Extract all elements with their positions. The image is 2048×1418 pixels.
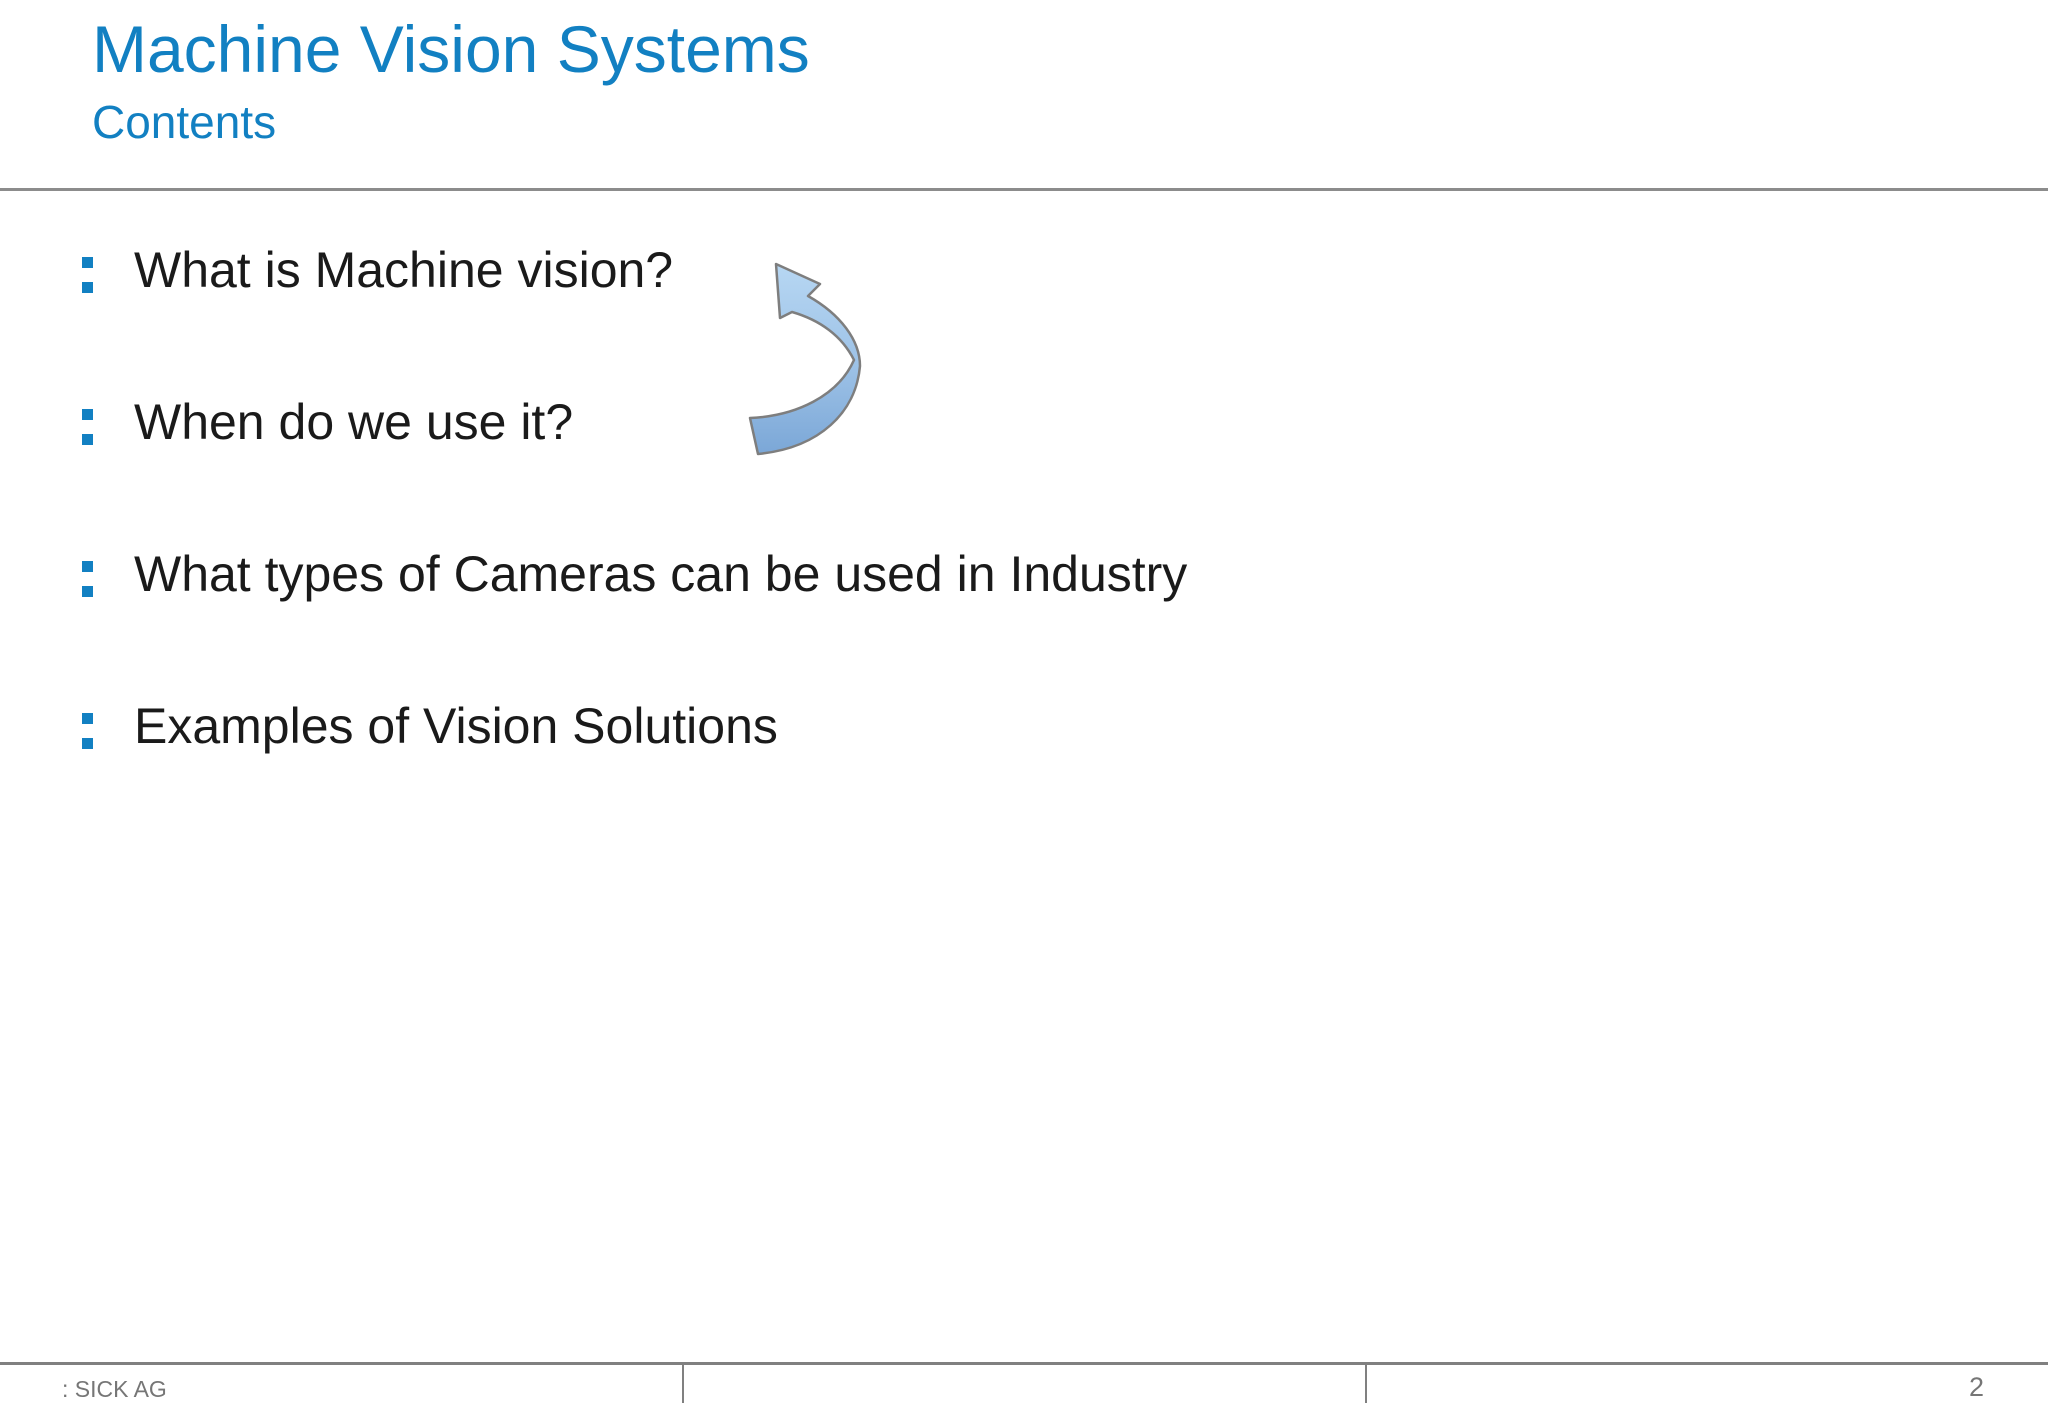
colon-bullet-icon [82, 713, 93, 749]
slide-subtitle: Contents [92, 96, 277, 148]
colon-bullet-icon [82, 561, 93, 597]
colon-bullet-icon [82, 409, 93, 445]
list-item: When do we use it? [82, 391, 573, 453]
footer-divider [0, 1362, 2048, 1365]
bullet-text: When do we use it? [134, 394, 574, 450]
bullet-text: What types of Cameras can be used in Ind… [134, 546, 1188, 602]
header-divider [0, 188, 2048, 191]
slide-title: Machine Vision Systems [92, 12, 810, 86]
bullet-text: Examples of Vision Solutions [134, 698, 778, 754]
footer-company-label: : SICK AG [62, 1376, 167, 1402]
colon-bullet-icon [82, 257, 93, 293]
list-item: What is Machine vision? [82, 239, 673, 301]
list-item: What types of Cameras can be used in Ind… [82, 543, 1187, 605]
bullet-text: What is Machine vision? [134, 242, 674, 298]
page-number: 2 [1968, 1372, 1984, 1402]
footer-tick [682, 1362, 684, 1403]
footer-tick [1365, 1362, 1367, 1403]
curved-arrow-counterclockwise-icon [748, 256, 866, 458]
list-item: Examples of Vision Solutions [82, 695, 778, 757]
